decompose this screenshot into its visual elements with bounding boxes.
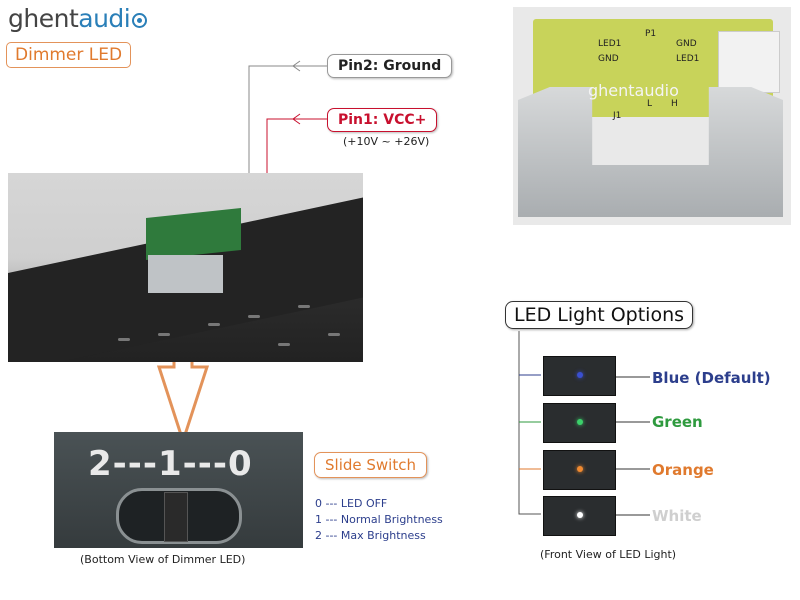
- connector: [718, 31, 780, 93]
- pin1-voltage-range: (+10V ~ +26V): [343, 135, 430, 148]
- pcb-text-h: H: [671, 99, 678, 109]
- led-dot-white: [577, 512, 583, 518]
- bottom-view-caption: (Bottom View of Dimmer LED): [80, 553, 246, 566]
- pcb-closeup-photo: LED1 GND P1 GND LED1 ghentaudio L H J1: [513, 7, 791, 225]
- brand-name-suffix: audi: [78, 4, 131, 33]
- slide-switch-tag: Slide Switch: [314, 452, 427, 478]
- pcb-text-led1: LED1: [598, 39, 622, 49]
- led-dot-blue: [577, 372, 583, 378]
- switch-positions-label: 2---1---0: [88, 444, 253, 484]
- brand-name-prefix: ghent: [8, 4, 79, 33]
- pcb-text-l: L: [647, 99, 653, 109]
- front-view-caption: (Front View of LED Light): [540, 548, 677, 561]
- brand-logo: ghentaudi: [8, 4, 148, 33]
- switch-legend-normal: 1 --- Normal Brightness: [315, 513, 443, 526]
- led-sample-green: [543, 403, 616, 443]
- switch-knob: [164, 492, 188, 542]
- brand-o-icon: [132, 13, 148, 28]
- pin1-label: Pin1: VCC+: [327, 108, 438, 132]
- slide-switch-photo: 2---1---0: [54, 432, 303, 548]
- pin2-label: Pin2: Ground: [327, 54, 453, 78]
- dimmer-bracket: [148, 255, 223, 293]
- mounted-dimmer-photo: [8, 173, 363, 362]
- options-tree-line: [518, 331, 541, 515]
- led-label-orange: Orange: [652, 461, 714, 479]
- led-sample-blue: [543, 356, 616, 396]
- led-label-blue: Blue (Default): [652, 369, 771, 387]
- led-label-white: White: [652, 507, 702, 525]
- page-title: Dimmer LED: [6, 42, 132, 68]
- pcb-text-p1: P1: [645, 29, 657, 39]
- pcb-text-j1: J1: [613, 111, 622, 121]
- led-dot-orange: [577, 466, 583, 472]
- led-dot-green: [577, 419, 583, 425]
- switch-legend-off: 0 --- LED OFF: [315, 497, 388, 510]
- led-label-green: Green: [652, 413, 703, 431]
- led-sample-orange: [543, 450, 616, 490]
- pcb-text-led1-right: LED1: [676, 54, 700, 64]
- pcb-logo-text: ghentaudio: [588, 81, 679, 100]
- pcb-text-gnd: GND: [598, 54, 619, 64]
- switch-legend-max: 2 --- Max Brightness: [315, 529, 426, 542]
- led-sample-white: [543, 496, 616, 536]
- led-options-title: LED Light Options: [505, 301, 694, 329]
- pcb-text-gnd-right: GND: [676, 39, 697, 49]
